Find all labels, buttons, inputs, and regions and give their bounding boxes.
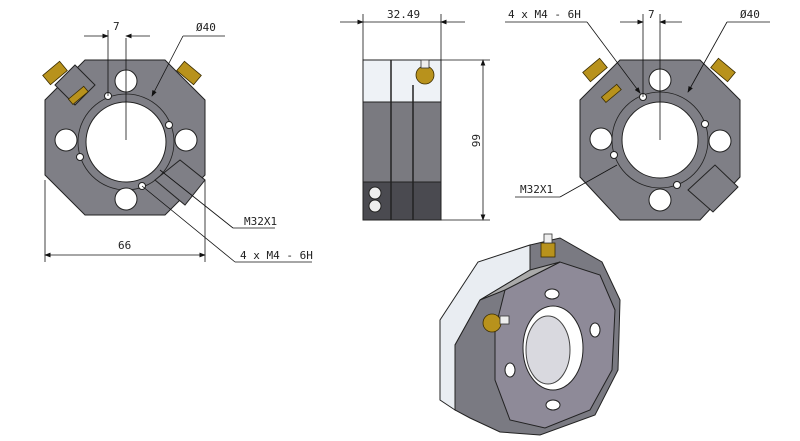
adjuster-screw-icon: [415, 65, 435, 85]
clamp-slot: [687, 164, 739, 213]
dim-offset-label: 7: [113, 20, 120, 33]
mount-hole: [114, 187, 138, 211]
adjuster-screw-icon: [67, 85, 89, 106]
holes-label: 4 x M4 - 6H: [508, 8, 581, 21]
holes-label: 4 x M4 - 6H: [240, 249, 313, 262]
screw-icon: [368, 199, 382, 213]
mount-hole: [708, 129, 732, 153]
m4-hole: [673, 181, 681, 189]
mount-hole: [589, 127, 613, 151]
m4-hole: [701, 120, 709, 128]
dim-width-label: 66: [118, 239, 131, 252]
adjuster-screw-icon: [710, 57, 736, 83]
mount-hole: [174, 128, 198, 152]
dim-diameter-label: Ø40: [740, 8, 760, 21]
side-middle-section: [362, 101, 442, 183]
side-view: 32.49 66: [340, 8, 490, 221]
thread-label: M32X1: [244, 215, 277, 228]
isometric-view: [439, 233, 621, 436]
adjuster-screw-icon: [482, 313, 502, 333]
adjuster-screw-icon: [540, 242, 556, 258]
adjuster-screw-icon: [582, 57, 608, 83]
adjuster-screw-icon: [42, 60, 68, 86]
front-view-right: 7 4 x M4 - 6H Ø40 M32X1: [505, 8, 770, 221]
screw-icon: [368, 186, 382, 200]
thread-label: M32X1: [520, 183, 553, 196]
front-view-left: 7 Ø40 66 M32X1 4 x M4 - 6H: [42, 20, 313, 263]
mount-hole: [648, 188, 672, 212]
mount-hole: [54, 128, 78, 152]
dim-diameter-label: Ø40: [196, 21, 216, 34]
adjuster-screw-icon: [176, 60, 202, 86]
m4-hole: [76, 153, 84, 161]
dim-thickness-label: 32.49: [387, 8, 420, 21]
dim-offset-label: 7: [648, 8, 655, 21]
adjuster-screw-icon: [600, 83, 622, 104]
clamp-block: [54, 64, 96, 106]
dim-height-label: 66: [469, 134, 482, 147]
m4-hole: [165, 121, 173, 129]
m4-hole: [610, 151, 618, 159]
